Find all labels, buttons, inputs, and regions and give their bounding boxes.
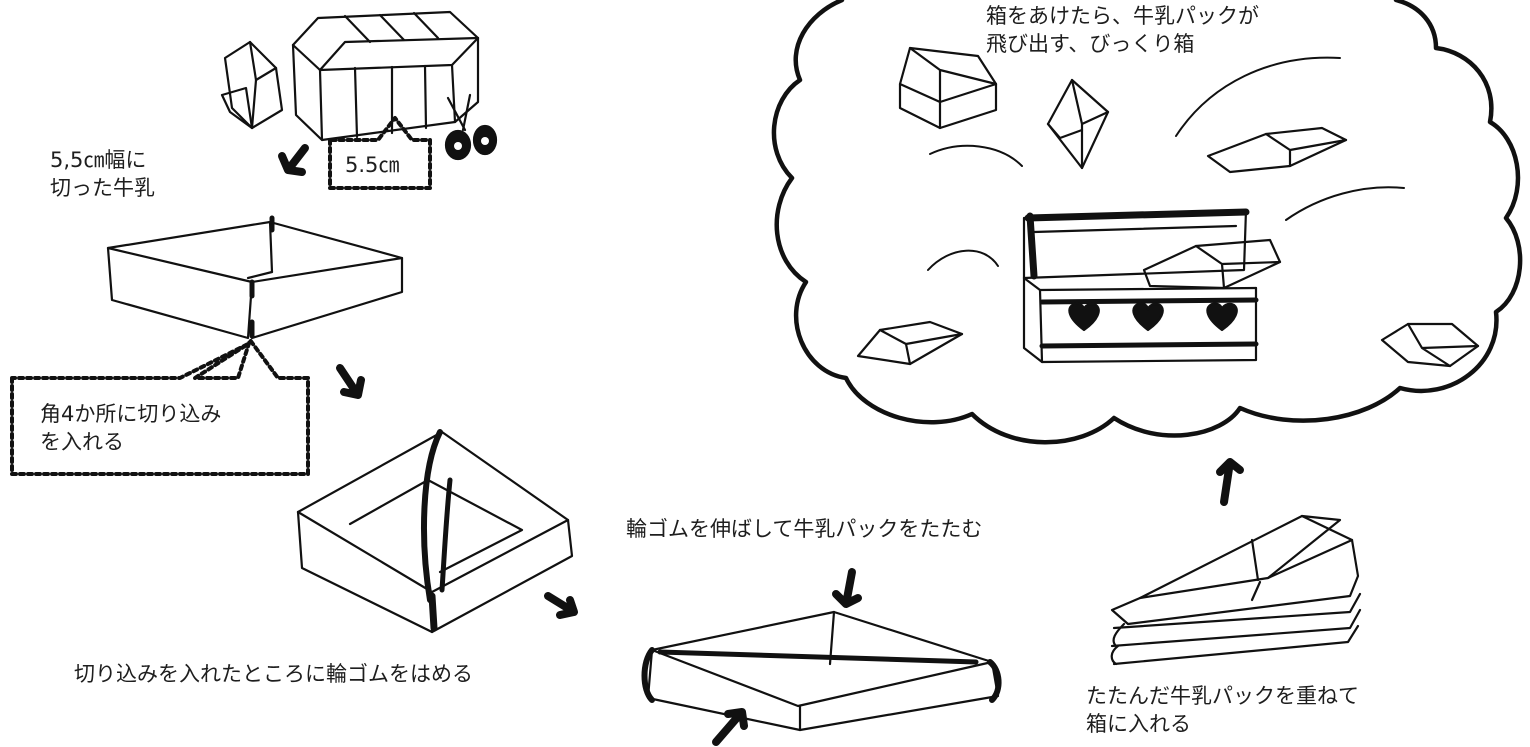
flying-carton bbox=[898, 46, 998, 130]
step1-label-line2: 切った牛乳 bbox=[50, 176, 155, 200]
heart-icon bbox=[1132, 302, 1164, 332]
motion-line bbox=[1285, 186, 1405, 221]
motion-line bbox=[929, 144, 1023, 167]
measure-label: 5.5㎝ bbox=[345, 153, 400, 177]
step4-caption: 輪ゴムを伸ばして牛乳パックをたたむ bbox=[626, 517, 983, 541]
ring-with-band-sketch bbox=[296, 429, 574, 634]
thought-cloud bbox=[771, 0, 1523, 445]
flying-carton bbox=[1142, 238, 1282, 290]
motion-line bbox=[1175, 56, 1341, 137]
flying-carton bbox=[1206, 126, 1348, 174]
stacked-cartons-sketch bbox=[1110, 514, 1362, 666]
corner-cut-callout: 角4か所に切り込み を入れる bbox=[40, 400, 221, 456]
folding-carton-sketch bbox=[641, 610, 1002, 732]
milk-carton-sketch bbox=[220, 10, 480, 142]
arrow-step1 bbox=[278, 144, 309, 176]
step1-label-line1: 5,5㎝幅に bbox=[50, 148, 147, 172]
carton-ring-sketch bbox=[106, 215, 404, 340]
flying-carton bbox=[1380, 322, 1480, 368]
arrow-step3 bbox=[544, 592, 578, 619]
scissors-icon bbox=[444, 93, 498, 161]
step5-caption-line2: 箱に入れる bbox=[1086, 712, 1191, 736]
arrow-press-down bbox=[832, 568, 862, 608]
step5-caption-line1: たたんだ牛乳パックを重ねて bbox=[1086, 684, 1359, 708]
step3-caption: 切り込みを入れたところに輪ゴムをはめる bbox=[74, 662, 473, 686]
result-caption-line2: 飛び出す、びっくり箱 bbox=[986, 32, 1195, 56]
heart-icon bbox=[1206, 302, 1238, 332]
motion-line bbox=[927, 249, 999, 271]
arrow-press-up bbox=[712, 708, 748, 746]
corner-cut-line1: 角4か所に切り込み bbox=[40, 402, 222, 426]
corner-cut-callout-frame bbox=[10, 338, 310, 476]
arrow-step5-up bbox=[1216, 458, 1244, 506]
measure-callout-frame bbox=[328, 116, 432, 190]
step5-caption: たたんだ牛乳パックを重ねて 箱に入れる bbox=[1086, 682, 1359, 738]
heart-icon bbox=[1068, 302, 1100, 332]
corner-cut-line2: を入れる bbox=[40, 430, 124, 454]
result-caption-line1: 箱をあけたら、牛乳パックが bbox=[986, 4, 1259, 28]
arrow-step2 bbox=[336, 364, 365, 399]
flying-carton bbox=[856, 320, 964, 366]
result-caption: 箱をあけたら、牛乳パックが 飛び出す、びっくり箱 bbox=[986, 2, 1259, 58]
step1-label: 5,5㎝幅に 切った牛乳 bbox=[50, 146, 155, 202]
flying-carton bbox=[1046, 78, 1110, 170]
surprise-box-sketch bbox=[1022, 208, 1259, 364]
